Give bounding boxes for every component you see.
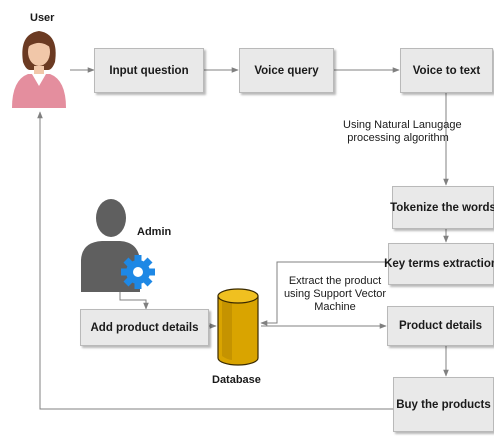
admin-label: Admin <box>137 226 172 238</box>
key-terms-box: Key terms extraction <box>384 243 494 285</box>
database-cylinder-icon <box>217 288 259 366</box>
user-avatar-icon <box>12 31 66 108</box>
voice-to-text-box: Voice to text <box>400 48 493 93</box>
admin-gear-icon <box>81 199 155 292</box>
arrow-admin-to-add-product <box>119 292 149 310</box>
voice-query-box: Voice query <box>239 48 334 93</box>
database-label: Database <box>212 374 261 386</box>
nlp-annotation: Using Natural Lanugage processing algori… <box>343 119 462 145</box>
buy-products-box: Buy the products <box>393 377 494 432</box>
input-question-box: Input question <box>94 48 204 93</box>
svm-annotation: Extract the product using Support Vector… <box>280 275 390 314</box>
svm-annotation-line3: Machine <box>314 301 356 313</box>
nlp-annotation-line1: Using Natural Lanugage <box>343 119 462 131</box>
nlp-annotation-line2: processing algorithm <box>347 132 449 144</box>
arrow-buy-back-to-user <box>37 111 393 410</box>
svm-annotation-line1: Extract the product <box>288 275 382 287</box>
user-label: User <box>30 12 55 24</box>
add-product-box: Add product details <box>80 309 209 346</box>
arrow-key-terms-to-database <box>260 261 387 326</box>
tokenize-box: Tokenize the words <box>390 186 494 229</box>
product-details-box: Product details <box>387 306 494 346</box>
svm-annotation-line2: using Support Vector <box>283 288 387 300</box>
